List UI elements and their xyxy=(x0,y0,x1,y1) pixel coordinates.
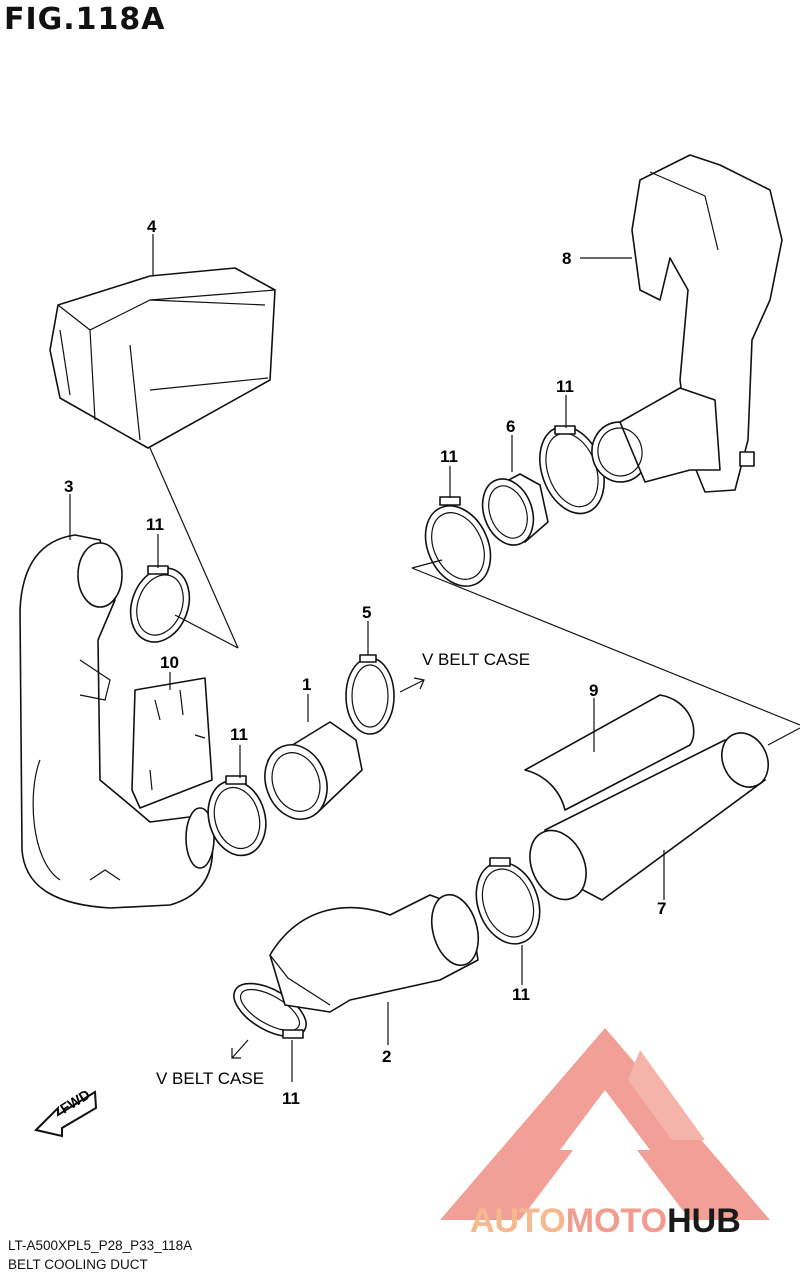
callout-4: 4 xyxy=(147,217,157,236)
part-3-duct xyxy=(19,534,215,909)
callout-11-left-mid: 11 xyxy=(230,725,248,744)
watermark-brand-hub: HUB xyxy=(667,1202,741,1240)
callout-8: 8 xyxy=(562,249,571,268)
part-1-boot xyxy=(264,721,363,820)
watermark-logo-icon xyxy=(440,1028,770,1220)
callout-7: 7 xyxy=(657,899,666,918)
part-11-clamp-b xyxy=(207,775,267,857)
callout-10: 10 xyxy=(160,653,179,672)
watermark-brand: AUTOMOTOHUB xyxy=(470,1202,741,1240)
callout-11-left-top: 11 xyxy=(146,515,164,534)
figure-title: FIG.118A xyxy=(4,2,166,37)
part-4-cover xyxy=(49,267,276,449)
part-6-coupling xyxy=(481,473,549,546)
part-10-plate xyxy=(131,677,213,809)
part-5-seal xyxy=(345,654,395,735)
footer-model-code: LT-A500XPL5_P28_P33_118A xyxy=(8,1238,193,1253)
note-v-belt-case-upper: V BELT CASE xyxy=(422,650,530,669)
callout-5: 5 xyxy=(362,603,371,622)
callout-11-right-b: 11 xyxy=(556,377,574,396)
callout-2: 2 xyxy=(382,1047,391,1066)
callout-11-lower-right: 11 xyxy=(512,985,530,1004)
watermark-brand-moto: MOTO xyxy=(566,1202,667,1240)
fwd-arrow-icon: FWD xyxy=(34,1086,98,1138)
callout-1: 1 xyxy=(302,675,311,694)
part-11-clamp-e xyxy=(475,857,541,945)
leader-lines xyxy=(69,234,800,1082)
footer-description: BELT COOLING DUCT xyxy=(8,1257,148,1272)
part-2-duct xyxy=(269,893,480,1013)
part-11-clamp-f xyxy=(233,982,307,1039)
direction-arrow-lower-icon xyxy=(231,1039,249,1059)
callout-3: 3 xyxy=(64,477,73,496)
watermark-brand-auto: AUTO xyxy=(470,1202,566,1240)
footer: LT-A500XPL5_P28_P33_118A BELT COOLING DU… xyxy=(8,1236,192,1274)
part-9-cover xyxy=(524,694,695,811)
part-7-cylinder xyxy=(529,732,769,901)
note-v-belt-case-lower: V BELT CASE xyxy=(156,1069,264,1088)
part-11-clamp-c xyxy=(424,496,492,587)
part-11-clamp-a xyxy=(129,565,191,643)
callout-11-right-a: 11 xyxy=(440,447,458,466)
direction-arrow-upper-icon xyxy=(399,677,425,693)
callout-9: 9 xyxy=(589,681,598,700)
callout-11-bottom: 11 xyxy=(282,1089,300,1108)
callout-6: 6 xyxy=(506,417,515,436)
part-8-upper-duct xyxy=(591,154,783,493)
